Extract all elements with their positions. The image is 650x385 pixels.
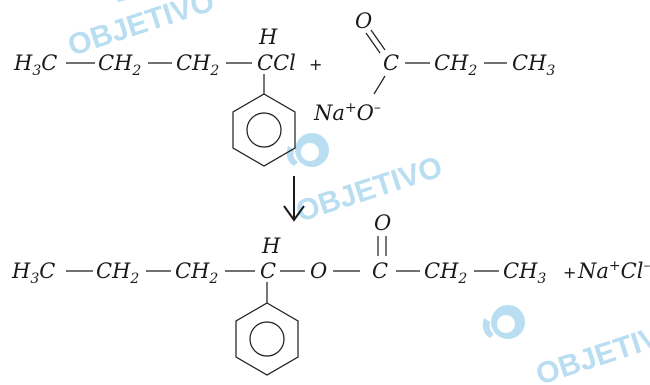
carbonyl-oxygen: O [355, 9, 372, 33]
double-bond-line [365, 32, 381, 54]
carboxyl-carbon: C [383, 51, 399, 75]
carbonyl-carbon: C [372, 259, 388, 283]
watermark-logo-icon [286, 133, 329, 167]
ch2-group: CH2 [176, 51, 219, 79]
carbon-hydrogen-label: H [261, 234, 281, 258]
ch2-group: CH2 [175, 259, 218, 287]
sodium-chloride: Na+Cl– [577, 258, 650, 283]
h3c-group: H3C [11, 259, 55, 287]
bond-line [373, 75, 386, 95]
watermark-text: OBJETIVO [532, 313, 650, 385]
product-ester: H3C CH2 CH2 H C O O C CH2 CH3 [11, 211, 546, 376]
watermark-logo-icon [482, 305, 525, 339]
h3c-group: H3C [13, 51, 57, 79]
ch2-group: CH2 [96, 259, 139, 287]
watermark-center: OBJETIVO [286, 133, 446, 229]
ch3-group: CH3 [503, 259, 546, 287]
carbonyl-oxygen: O [374, 211, 391, 235]
plus-sign: + [309, 55, 322, 74]
chiral-carbon: C [260, 259, 276, 283]
ch3-group: CH3 [512, 51, 555, 79]
ch2-group: CH2 [424, 259, 467, 287]
carbon-hydrogen-label: H [258, 25, 278, 49]
watermark-bottom-right: OBJETIVO [482, 305, 650, 385]
ccl-group: CCl [257, 51, 296, 75]
ch2-group: CH2 [98, 51, 141, 79]
reactant-carboxylate: O C CH2 CH3 Na+O– [313, 9, 555, 125]
benzene-ring-icon [235, 302, 299, 376]
sodium-oxygen-ion-pair: Na+O– [313, 100, 381, 125]
benzene-ring-icon [232, 93, 296, 167]
reactant-alkyl-halide: H3C CH2 CH2 H CCl [13, 25, 296, 167]
double-bond-line [370, 29, 386, 51]
ch2-group: CH2 [434, 51, 477, 79]
ester-oxygen: O [310, 259, 327, 283]
watermark-logo-icon [117, 0, 126, 2]
reaction-arrow-icon [283, 176, 305, 222]
plus-sign: + [563, 263, 576, 282]
